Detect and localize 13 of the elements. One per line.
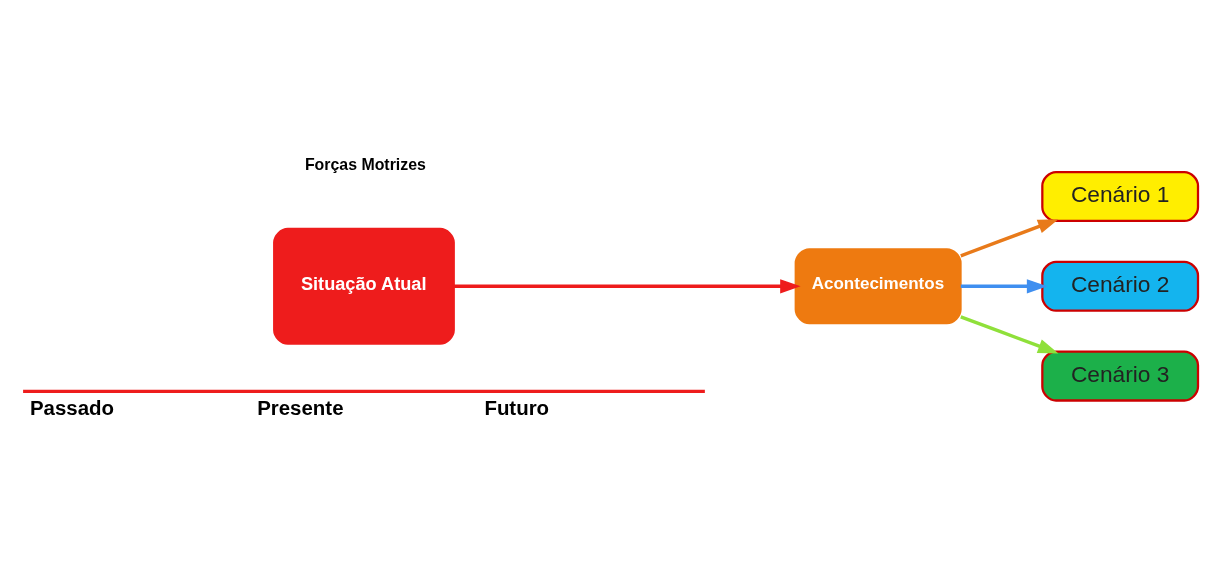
node-box: Cenário 3 (1041, 350, 1200, 402)
node-box: Situação Atual (273, 227, 455, 345)
node-box: Acontecimentos (794, 248, 962, 325)
label: Futuro (484, 396, 550, 420)
arrow (960, 279, 1048, 294)
arrow (960, 315, 1059, 354)
node-box: Cenário 1 (1041, 170, 1200, 223)
arrow (960, 219, 1059, 258)
label: Forças Motrizes (304, 156, 426, 174)
arrow (454, 279, 801, 294)
label: Presente (257, 396, 344, 420)
node-box: Cenário 2 (1041, 260, 1200, 312)
label: Passado (29, 396, 114, 420)
